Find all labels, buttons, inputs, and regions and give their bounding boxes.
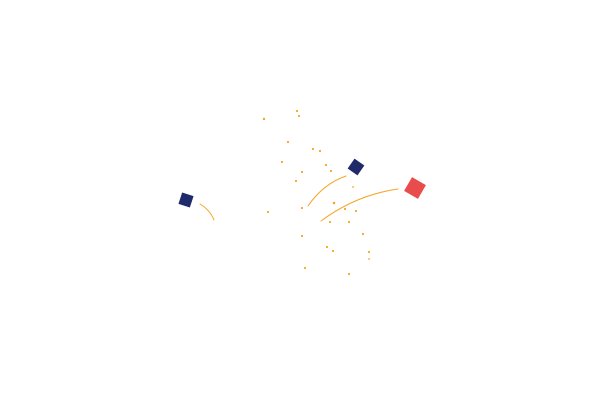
particle: [352, 186, 354, 188]
particle: [286, 140, 290, 144]
particle: [347, 272, 351, 276]
particle: [300, 170, 304, 174]
particle: [297, 114, 301, 118]
particle: [311, 147, 315, 151]
player-square[interactable]: [404, 177, 426, 199]
particle: [266, 210, 270, 214]
particle: [262, 117, 266, 121]
particle: [343, 207, 347, 211]
particle: [280, 160, 284, 164]
particle: [368, 258, 370, 260]
particle: [325, 245, 329, 249]
particle: [295, 109, 299, 113]
trails: [199, 175, 399, 222]
particles: [262, 109, 371, 276]
particle: [324, 163, 328, 167]
particle: [300, 206, 304, 210]
trail-player: [320, 188, 399, 222]
particle: [361, 232, 365, 236]
enemy-square-left[interactable]: [178, 192, 194, 208]
particle: [300, 234, 304, 238]
trail-mid-enemy: [307, 175, 347, 207]
particle: [328, 220, 332, 224]
particle: [303, 266, 307, 270]
particle: [354, 209, 358, 213]
particle: [318, 149, 322, 153]
particle: [332, 201, 336, 205]
particle: [329, 169, 333, 173]
particle: [367, 250, 371, 254]
trail-left-enemy: [199, 203, 215, 221]
enemy-square-mid[interactable]: [347, 158, 365, 176]
particle: [331, 249, 335, 253]
particle: [294, 179, 298, 183]
particle: [347, 220, 351, 224]
